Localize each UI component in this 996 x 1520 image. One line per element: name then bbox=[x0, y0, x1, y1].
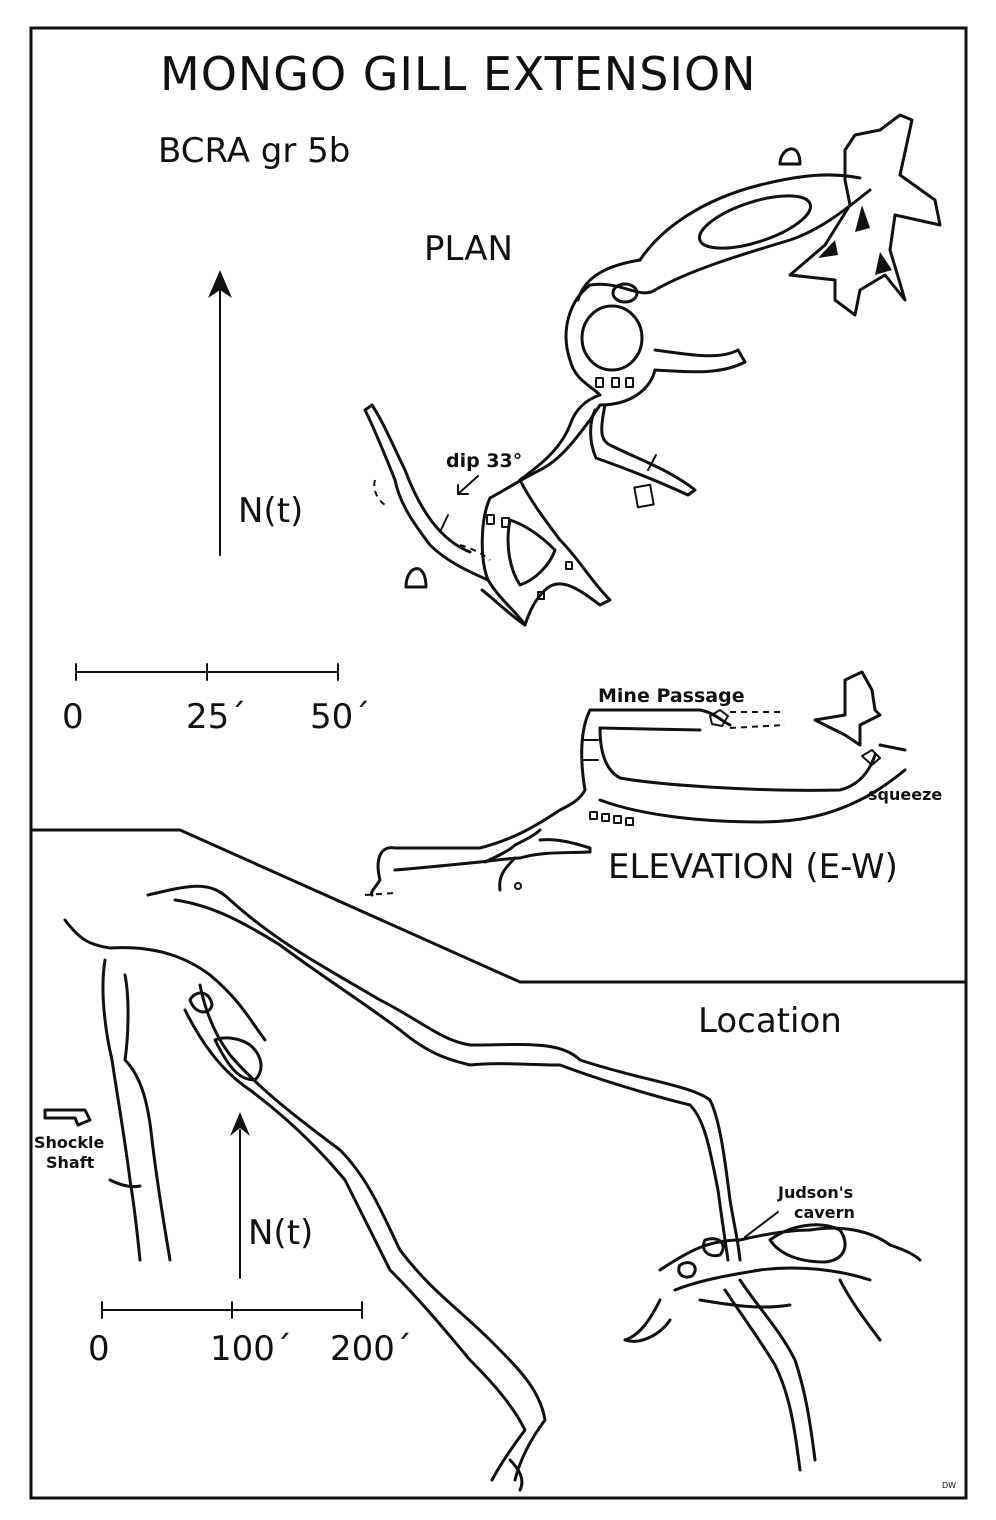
elevation-section bbox=[364, 670, 907, 897]
plan-label: PLAN bbox=[424, 229, 513, 269]
location-scale-100: 100´ bbox=[210, 1329, 292, 1369]
plan-cave-passages bbox=[363, 113, 942, 627]
map-frame bbox=[29, 26, 968, 1500]
plan-scale-bar bbox=[75, 663, 339, 681]
location-scale-bar bbox=[101, 1301, 363, 1319]
location-label: Location bbox=[698, 1001, 842, 1041]
location-scale-0: 0 bbox=[88, 1329, 110, 1369]
grade-label: BCRA gr 5b bbox=[158, 131, 350, 171]
draughtsman-initials: DW bbox=[942, 1481, 956, 1490]
squeeze-label: squeeze bbox=[868, 785, 942, 804]
location-north-arrow-icon bbox=[230, 1112, 250, 1279]
shaft-label-line2: Shaft bbox=[46, 1153, 95, 1172]
plan-scale-0: 0 bbox=[62, 697, 84, 737]
shaft-label-line1: Shockle bbox=[34, 1133, 105, 1152]
location-cave-passages bbox=[43, 884, 922, 1492]
elevation-label: ELEVATION (E-W) bbox=[608, 847, 898, 887]
plan-scale-25: 25´ bbox=[186, 697, 246, 737]
section-divider bbox=[29, 828, 968, 984]
mine-passage-label: Mine Passage bbox=[598, 685, 745, 707]
cavern-label-line2: cavern bbox=[794, 1203, 855, 1222]
plan-north-label: N(t) bbox=[238, 491, 303, 531]
location-north-label: N(t) bbox=[248, 1213, 313, 1253]
plan-north-arrow-icon bbox=[208, 270, 232, 556]
dip-label: dip 33° bbox=[446, 450, 522, 472]
map-title: MONGO GILL EXTENSION bbox=[160, 47, 757, 101]
location-scale-200: 200´ bbox=[330, 1329, 412, 1369]
cavern-label-line1: Judson's bbox=[777, 1183, 853, 1202]
plan-scale-50: 50´ bbox=[310, 697, 370, 737]
